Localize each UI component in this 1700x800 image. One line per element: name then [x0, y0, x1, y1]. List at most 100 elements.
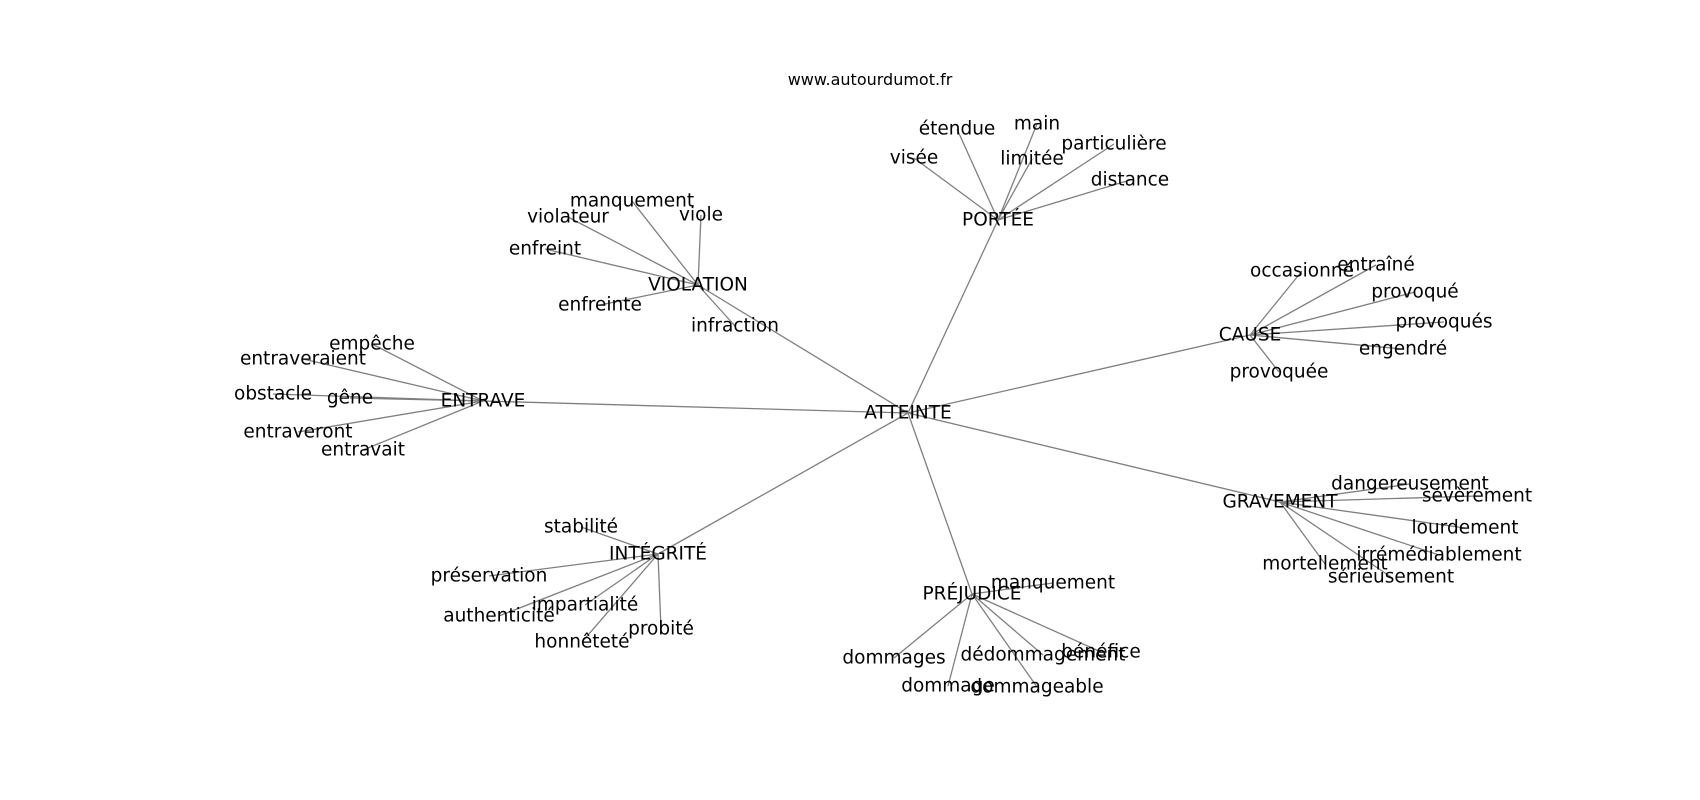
word-node[interactable]: entraveront — [243, 422, 352, 443]
word-node[interactable]: visée — [890, 148, 939, 169]
word-node[interactable]: enfreinte — [558, 295, 642, 316]
word-node[interactable]: sévèrement — [1422, 486, 1532, 507]
hub-node[interactable]: CAUSE — [1219, 325, 1282, 346]
word-node[interactable]: entraîné — [1337, 255, 1415, 276]
word-node[interactable]: violateur — [527, 207, 609, 228]
word-node[interactable]: main — [1014, 114, 1060, 135]
word-node[interactable]: dommageable — [970, 677, 1103, 698]
edge-intégrité-0 — [580, 526, 659, 555]
word-node[interactable]: probité — [628, 619, 694, 640]
hub-node[interactable]: VIOLATION — [648, 275, 748, 296]
edge-violation-2 — [697, 214, 702, 286]
edge-center-cause — [907, 334, 1251, 414]
word-node[interactable]: obstacle — [234, 384, 312, 405]
edge-préjudice-2 — [971, 593, 1044, 656]
edge-center-portée — [907, 219, 999, 414]
edge-préjudice-1 — [893, 593, 973, 659]
edge-center-intégrité — [657, 412, 909, 555]
edge-entrave-1 — [302, 358, 484, 402]
edge-cause-4 — [1249, 334, 1404, 350]
edge-intégrité-2 — [584, 553, 659, 606]
word-node[interactable]: lourdement — [1412, 518, 1519, 539]
word-node[interactable]: stabilité — [544, 517, 618, 538]
edge-entrave-0 — [371, 343, 484, 402]
word-node[interactable]: entravait — [321, 440, 405, 461]
word-node[interactable]: provoqué — [1371, 282, 1458, 303]
word-node[interactable]: honnêteté — [534, 632, 629, 653]
word-node[interactable]: enfreint — [509, 239, 581, 260]
edge-violation-5 — [697, 284, 736, 327]
word-node[interactable]: entraveraient — [240, 349, 366, 370]
edge-entrave-3 — [349, 397, 484, 402]
edge-violation-4 — [599, 284, 699, 306]
word-node[interactable]: étendue — [919, 119, 996, 140]
edge-préjudice-0 — [971, 582, 1054, 595]
edge-cause-5 — [1249, 334, 1280, 373]
word-node[interactable]: manquement — [991, 573, 1115, 594]
word-node[interactable]: dommages — [842, 648, 945, 669]
hub-node[interactable]: PORTÉE — [962, 209, 1034, 231]
edge-portée-4 — [997, 158, 1033, 221]
hub-node[interactable]: GRAVEMENT — [1222, 492, 1338, 513]
word-node[interactable]: infraction — [691, 316, 779, 337]
word-node[interactable]: empêche — [329, 334, 415, 355]
edge-préjudice-4 — [947, 593, 973, 687]
edge-portée-0 — [956, 128, 999, 221]
edge-center-violation — [697, 284, 909, 414]
edge-violation-1 — [567, 216, 699, 286]
edge-cause-0 — [1249, 270, 1303, 336]
word-node[interactable]: dommage — [901, 676, 995, 697]
word-node[interactable]: dangereusement — [1331, 474, 1489, 495]
word-node[interactable]: irrémédiablement — [1356, 545, 1521, 566]
word-node[interactable]: bénéfice — [1061, 642, 1140, 663]
word-node[interactable]: manquement — [570, 191, 694, 212]
edge-violation-3 — [544, 248, 699, 286]
word-node[interactable]: engendré — [1359, 339, 1447, 360]
word-node[interactable]: provoquée — [1230, 362, 1329, 383]
edge-portée-3 — [913, 157, 999, 221]
edge-cause-2 — [1249, 291, 1416, 336]
edge-portée-5 — [997, 179, 1131, 221]
edge-violation-0 — [631, 200, 699, 286]
edge-intégrité-4 — [581, 553, 659, 643]
word-node[interactable]: authenticité — [443, 606, 555, 627]
edge-center-entrave — [482, 400, 909, 414]
edge-préjudice-3 — [971, 593, 1102, 653]
word-node[interactable]: limitée — [1000, 149, 1063, 170]
word-node[interactable]: mortellement — [1262, 554, 1388, 575]
edge-intégrité-1 — [488, 553, 659, 577]
center-node[interactable]: ATTEINTE — [864, 403, 951, 424]
word-node[interactable]: occasionné — [1250, 261, 1354, 282]
edge-gravement-3 — [1279, 501, 1440, 556]
edge-center-préjudice — [907, 412, 973, 595]
edge-center-gravement — [907, 412, 1281, 503]
word-node[interactable]: provoqués — [1395, 312, 1492, 333]
edge-préjudice-5 — [971, 593, 1038, 688]
word-node[interactable]: particulière — [1061, 134, 1166, 155]
edge-entrave-4 — [297, 400, 484, 433]
edge-entrave-5 — [362, 400, 484, 451]
edge-gravement-2 — [1279, 501, 1466, 529]
edge-intégrité-5 — [657, 553, 662, 630]
edge-gravement-1 — [1279, 495, 1478, 503]
edge-gravement-5 — [1279, 501, 1392, 578]
edge-gravement-4 — [1279, 501, 1326, 565]
hub-node[interactable]: ENTRAVE — [441, 391, 526, 412]
edge-portée-2 — [997, 143, 1115, 221]
word-node[interactable]: distance — [1091, 170, 1169, 191]
edge-cause-3 — [1249, 321, 1445, 336]
edge-portée-1 — [997, 123, 1038, 221]
word-node[interactable]: gêne — [327, 388, 373, 409]
edge-intégrité-3 — [498, 553, 659, 617]
word-node[interactable]: sérieusement — [1328, 567, 1454, 588]
word-node[interactable]: viole — [679, 205, 723, 226]
word-node[interactable]: impartialité — [532, 595, 639, 616]
word-node[interactable]: dédommagement — [960, 645, 1125, 666]
site-watermark: www.autourdumot.fr — [787, 70, 953, 89]
edge-gravement-0 — [1279, 483, 1411, 503]
edge-cause-1 — [1249, 264, 1377, 336]
word-node[interactable]: préservation — [431, 566, 548, 587]
hub-node[interactable]: INTÉGRITÉ — [609, 543, 707, 565]
hub-node[interactable]: PRÉJUDICE — [922, 583, 1021, 605]
